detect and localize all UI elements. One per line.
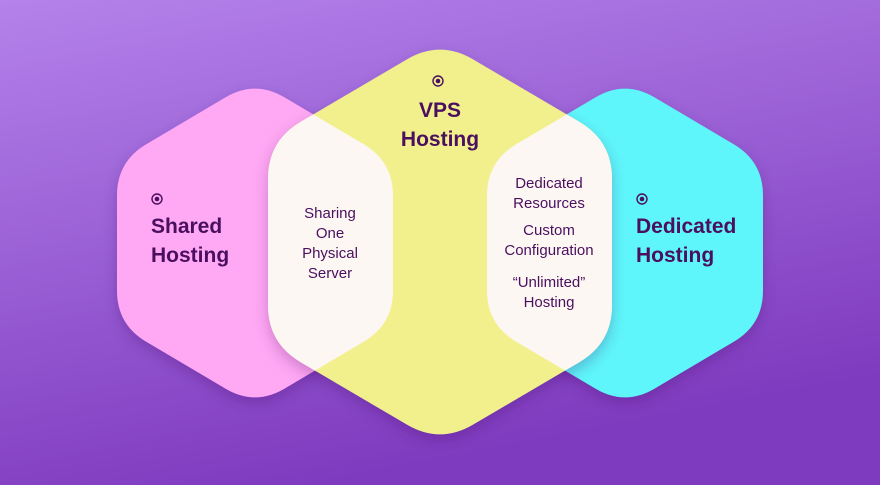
overlap-right-line: Hosting <box>523 294 575 311</box>
vps-title-line1: VPS <box>418 99 462 122</box>
overlap-right-line: Custom <box>523 222 575 239</box>
overlap-left-line: Physical <box>302 245 358 262</box>
overlap-right-line: Configuration <box>504 242 594 259</box>
overlap-right-line: Dedicated <box>515 175 583 192</box>
overlap-right-line: “Unlimited” <box>512 274 586 291</box>
radio-dot-icon <box>432 75 444 87</box>
dedicated-title-line2: Hosting <box>636 244 715 267</box>
radio-dot-icon <box>636 193 648 205</box>
overlap-left-line: Server <box>307 265 353 282</box>
radio-dot-icon <box>151 193 163 205</box>
overlap-right-line: Resources <box>513 195 585 212</box>
overlap-right-item-unlimited: “Unlimited” Hosting <box>488 273 610 313</box>
shared-vps-overlap-text: Sharing One Physical Server <box>280 204 380 284</box>
vps-dedicated-overlap-region <box>487 88 612 398</box>
vps-hosting-title: VPS Hosting <box>380 96 500 154</box>
vps-title-line2: Hosting <box>400 128 480 151</box>
dedicated-title-line1: Dedicated <box>636 215 737 238</box>
shared-title-line2: Hosting <box>151 244 230 267</box>
overlap-left-line: One <box>315 225 345 242</box>
vps-dedicated-overlap-text: Dedicated Resources Custom Configuration… <box>488 174 610 313</box>
overlap-right-item-resources: Dedicated Resources <box>488 174 610 214</box>
shared-title-line1: Shared <box>151 215 223 238</box>
shared-hosting-title: Shared Hosting <box>151 212 261 270</box>
overlap-left-line: Sharing <box>304 205 356 222</box>
overlap-right-item-configuration: Custom Configuration <box>488 221 610 261</box>
shared-vps-overlap-region <box>268 88 393 398</box>
dedicated-hosting-title: Dedicated Hosting <box>636 212 766 270</box>
